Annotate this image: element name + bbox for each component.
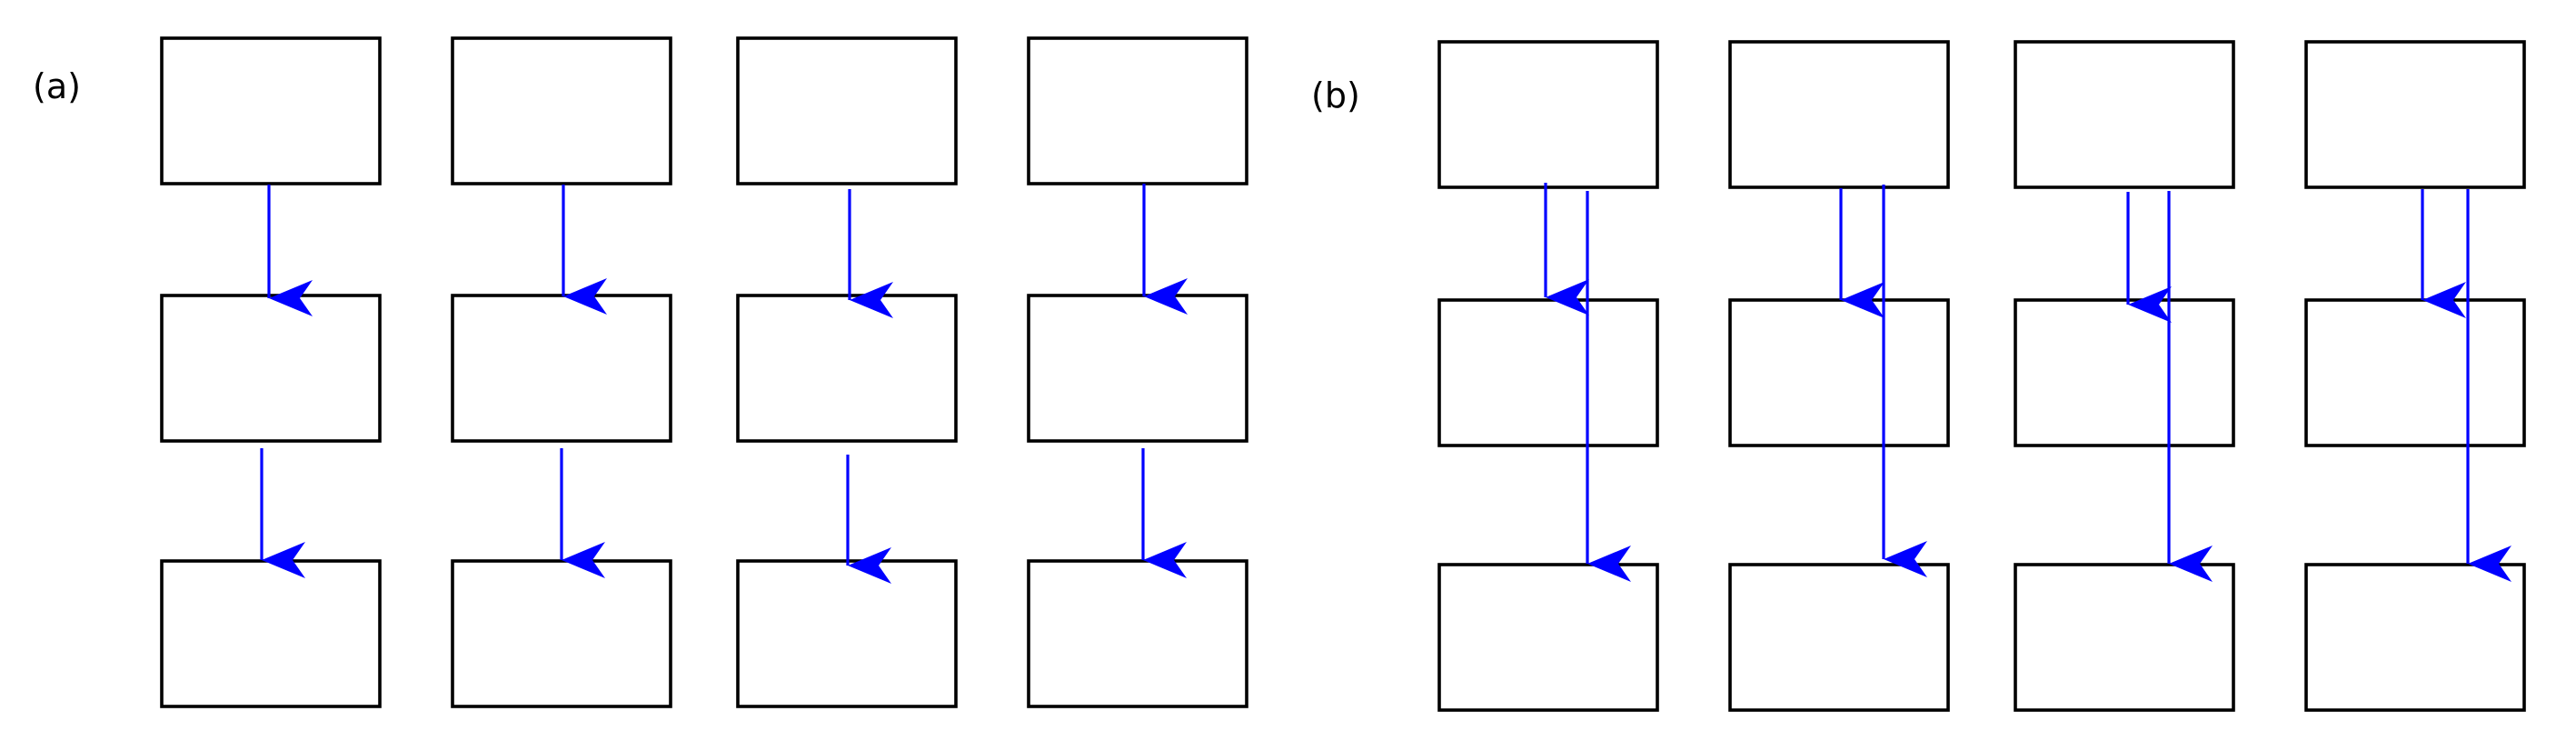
box-b-r2-c2 bbox=[1728, 298, 1950, 447]
box-b-r1-c3 bbox=[2014, 40, 2235, 189]
box-b-r3-c2 bbox=[1728, 563, 1950, 712]
box-b-r1-c1 bbox=[1437, 40, 1659, 189]
panel-label-a: (a) bbox=[33, 66, 81, 106]
box-a-r1-c4 bbox=[1027, 36, 1248, 185]
box-a-r1-c3 bbox=[736, 36, 958, 185]
box-a-r1-c2 bbox=[451, 36, 672, 185]
box-a-r2-c3 bbox=[736, 294, 958, 443]
box-a-r1-c1 bbox=[160, 36, 382, 185]
box-b-r1-c2 bbox=[1728, 40, 1950, 189]
box-a-r3-c1 bbox=[160, 559, 382, 708]
box-b-r2-c1 bbox=[1437, 298, 1659, 447]
box-a-r2-c1 bbox=[160, 294, 382, 443]
box-b-r3-c4 bbox=[2304, 563, 2526, 712]
box-a-r3-c4 bbox=[1027, 559, 1248, 708]
box-a-r3-c2 bbox=[451, 559, 672, 708]
box-b-r1-c4 bbox=[2304, 40, 2526, 189]
box-a-r2-c4 bbox=[1027, 294, 1248, 443]
panel-a-content bbox=[160, 36, 1248, 708]
box-a-r2-c2 bbox=[451, 294, 672, 443]
panel-a: (a) bbox=[33, 36, 1248, 708]
panel-label-b: (b) bbox=[1311, 75, 1360, 115]
panel-b: (b) bbox=[1311, 40, 2526, 712]
box-b-r3-c3 bbox=[2014, 563, 2235, 712]
box-b-r3-c1 bbox=[1437, 563, 1659, 712]
box-a-r3-c3 bbox=[736, 559, 958, 708]
panel-b-content bbox=[1437, 40, 2526, 712]
box-b-r2-c3 bbox=[2014, 298, 2235, 447]
box-b-r2-c4 bbox=[2304, 298, 2526, 447]
